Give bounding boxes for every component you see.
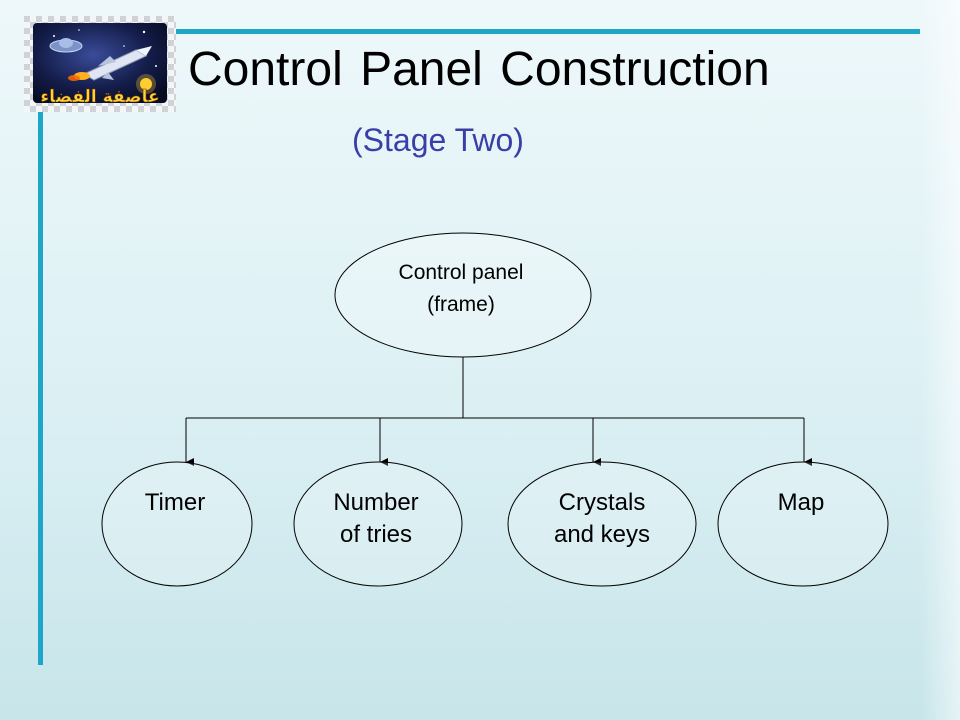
left-accent-rule bbox=[38, 95, 43, 665]
logo-text: عاصفة الفضاء bbox=[40, 87, 159, 107]
child-node-timer: Timer bbox=[101, 461, 253, 587]
child-node-map-shape bbox=[717, 461, 889, 587]
child-node-number-of-tries-label-line-1: Number bbox=[333, 489, 418, 516]
root-node-shape bbox=[334, 232, 592, 358]
spaceship-logo-icon bbox=[24, 16, 176, 112]
root-node-label-line-2: (frame) bbox=[427, 293, 495, 316]
page-subtitle: (Stage Two) bbox=[352, 122, 524, 158]
connector-lines bbox=[185, 357, 812, 466]
child-node-crystals-and-keys-shape bbox=[507, 461, 697, 587]
root-node-label-line-1: Control panel bbox=[399, 261, 524, 284]
child-node-map-label: Map bbox=[778, 489, 825, 516]
child-node-crystals-and-keys-label-line-1: Crystals bbox=[559, 489, 646, 516]
root-node: Control panel (frame) bbox=[334, 232, 592, 358]
top-accent-rule bbox=[175, 29, 920, 34]
child-node-timer-shape bbox=[101, 461, 253, 587]
child-node-number-of-tries-shape bbox=[293, 461, 463, 587]
child-node-number-of-tries-label-line-2: of tries bbox=[340, 521, 412, 548]
child-node-crystals-and-keys: Crystals and keys bbox=[507, 461, 697, 587]
logo-text-overlay: عاصفة الفضاء bbox=[40, 87, 160, 108]
child-node-timer-label: Timer bbox=[145, 489, 205, 516]
edge-glow bbox=[920, 0, 960, 720]
child-node-number-of-tries: Number of tries bbox=[293, 461, 463, 587]
page-title: Control Panel Construction bbox=[188, 43, 770, 96]
child-node-crystals-and-keys-label-line-2: and keys bbox=[554, 521, 650, 548]
child-node-map: Map bbox=[717, 461, 889, 587]
